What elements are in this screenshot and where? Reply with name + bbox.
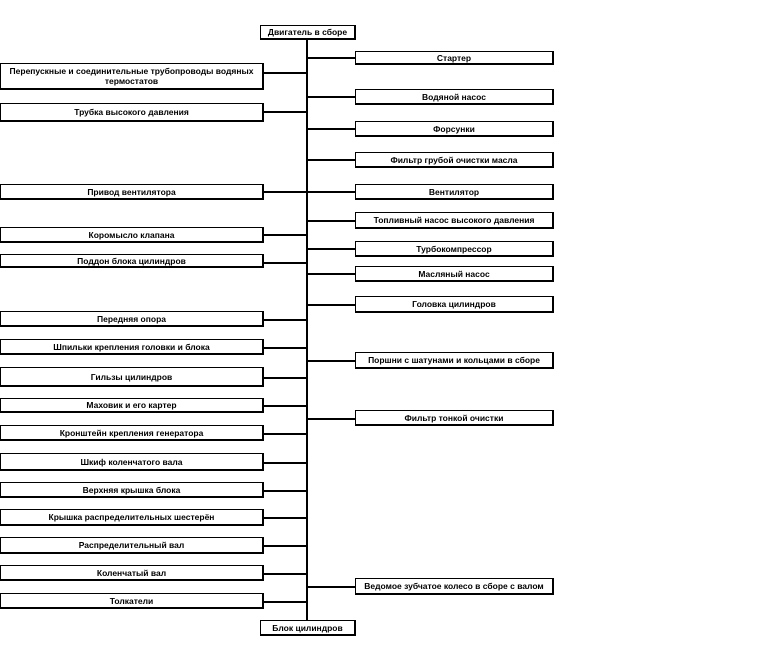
left-component-box: Крышка распределительных шестерён <box>0 509 264 526</box>
right-component-box: Форсунки <box>355 121 554 137</box>
right-connector <box>306 96 356 98</box>
component-label: Фильтр тонкой очистки <box>404 412 504 423</box>
left-component-box: Трубка высокого давления <box>0 103 264 122</box>
left-connector <box>263 405 307 407</box>
component-label: Топливный насос высокого давления <box>373 215 535 225</box>
left-component-box: Верхняя крышка блока <box>0 482 264 498</box>
right-component-box: Стартер <box>355 51 554 65</box>
right-connector <box>306 57 356 59</box>
component-label: Гильзы цилиндров <box>90 371 173 382</box>
right-component-box: Фильтр грубой очистки масла <box>355 152 554 168</box>
component-label: Перепускные и соединительные трубопровод… <box>9 66 254 86</box>
left-connector <box>263 234 307 236</box>
right-connector <box>306 360 356 362</box>
left-component-box: Толкатели <box>0 593 264 609</box>
left-component-box: Шкиф коленчатого вала <box>0 453 264 471</box>
left-component-box: Коромысло клапана <box>0 227 264 243</box>
left-component-box: Распределительный вал <box>0 537 264 554</box>
component-label: Маховик и его картер <box>86 400 177 410</box>
right-connector <box>306 304 356 306</box>
left-connector <box>263 490 307 492</box>
left-component-box: Гильзы цилиндров <box>0 367 264 387</box>
component-label: Водяной насос <box>422 91 486 102</box>
left-connector <box>263 462 307 464</box>
left-connector <box>263 111 307 113</box>
component-label: Шкиф коленчатого вала <box>80 456 183 467</box>
left-connector <box>263 191 307 193</box>
right-component-box: Вентилятор <box>355 184 554 200</box>
left-component-box: Маховик и его картер <box>0 398 264 413</box>
right-connector <box>306 220 356 222</box>
left-connector <box>263 601 307 603</box>
component-label: Верхняя крышка блока <box>82 484 181 495</box>
component-label: Шпильки крепления головки и блока <box>53 341 210 352</box>
left-component-box: Передняя опора <box>0 311 264 327</box>
right-connector <box>306 159 356 161</box>
component-label: Крышка распределительных шестерён <box>48 512 215 522</box>
component-label: Коленчатый вал <box>96 567 167 578</box>
left-component-box: Привод вентилятора <box>0 184 264 200</box>
left-component-box: Перепускные и соединительные трубопровод… <box>0 63 264 90</box>
right-connector <box>306 248 356 250</box>
component-label: Привод вентилятора <box>87 186 176 197</box>
left-component-box: Кронштейн крепления генератора <box>0 425 264 441</box>
right-connector <box>306 418 356 420</box>
left-connector <box>263 347 307 349</box>
component-label: Стартер <box>436 52 472 63</box>
component-label: Распределительный вал <box>78 540 185 550</box>
left-connector <box>263 319 307 321</box>
left-connector <box>263 517 307 519</box>
component-label: Поршни с шатунами и кольцами в сборе <box>368 355 540 365</box>
left-component-box: Шпильки крепления головки и блока <box>0 339 264 355</box>
left-component-box: Поддон блока цилиндров <box>0 254 264 268</box>
left-connector <box>263 377 307 379</box>
left-connector <box>263 573 307 575</box>
component-label: Передняя опора <box>96 313 166 324</box>
right-component-box: Головка цилиндров <box>355 296 554 313</box>
right-component-box: Топливный насос высокого давления <box>355 212 554 229</box>
right-component-box: Ведомое зубчатое колесо в сборе с валом <box>355 578 554 595</box>
right-connector <box>306 191 356 193</box>
component-label: Вентилятор <box>428 186 480 197</box>
component-label: Трубка высокого давления <box>74 107 189 117</box>
component-label: Ведомое зубчатое колесо в сборе с валом <box>364 581 544 591</box>
component-label: Поддон блока цилиндров <box>77 255 186 266</box>
component-label: Головка цилиндров <box>412 299 496 309</box>
left-connector <box>263 72 307 74</box>
engine-assembly-box: Двигатель в сборе <box>260 25 356 40</box>
left-component-box: Коленчатый вал <box>0 565 264 581</box>
component-label: Турбокомпрессор <box>416 243 492 254</box>
component-label: Коромысло клапана <box>88 229 175 240</box>
right-component-box: Фильтр тонкой очистки <box>355 410 554 426</box>
right-component-box: Масляный насос <box>355 266 554 282</box>
left-connector <box>263 262 307 264</box>
engine-assembly-label: Двигатель в сборе <box>267 27 348 37</box>
left-connector <box>263 545 307 547</box>
cylinder-block-box: Блок цилиндров <box>260 620 356 636</box>
component-label: Фильтр грубой очистки масла <box>390 154 518 165</box>
component-label: Кронштейн крепления генератора <box>59 427 204 438</box>
cylinder-block-label: Блок цилиндров <box>272 622 343 633</box>
component-label: Форсунки <box>433 123 475 134</box>
component-label: Масляный насос <box>418 268 490 279</box>
main-spine <box>306 39 308 622</box>
right-component-box: Турбокомпрессор <box>355 241 554 257</box>
left-connector <box>263 433 307 435</box>
right-connector <box>306 586 356 588</box>
right-component-box: Поршни с шатунами и кольцами в сборе <box>355 352 554 369</box>
right-connector <box>306 273 356 275</box>
right-connector <box>306 128 356 130</box>
component-label: Толкатели <box>109 595 154 606</box>
right-component-box: Водяной насос <box>355 89 554 105</box>
